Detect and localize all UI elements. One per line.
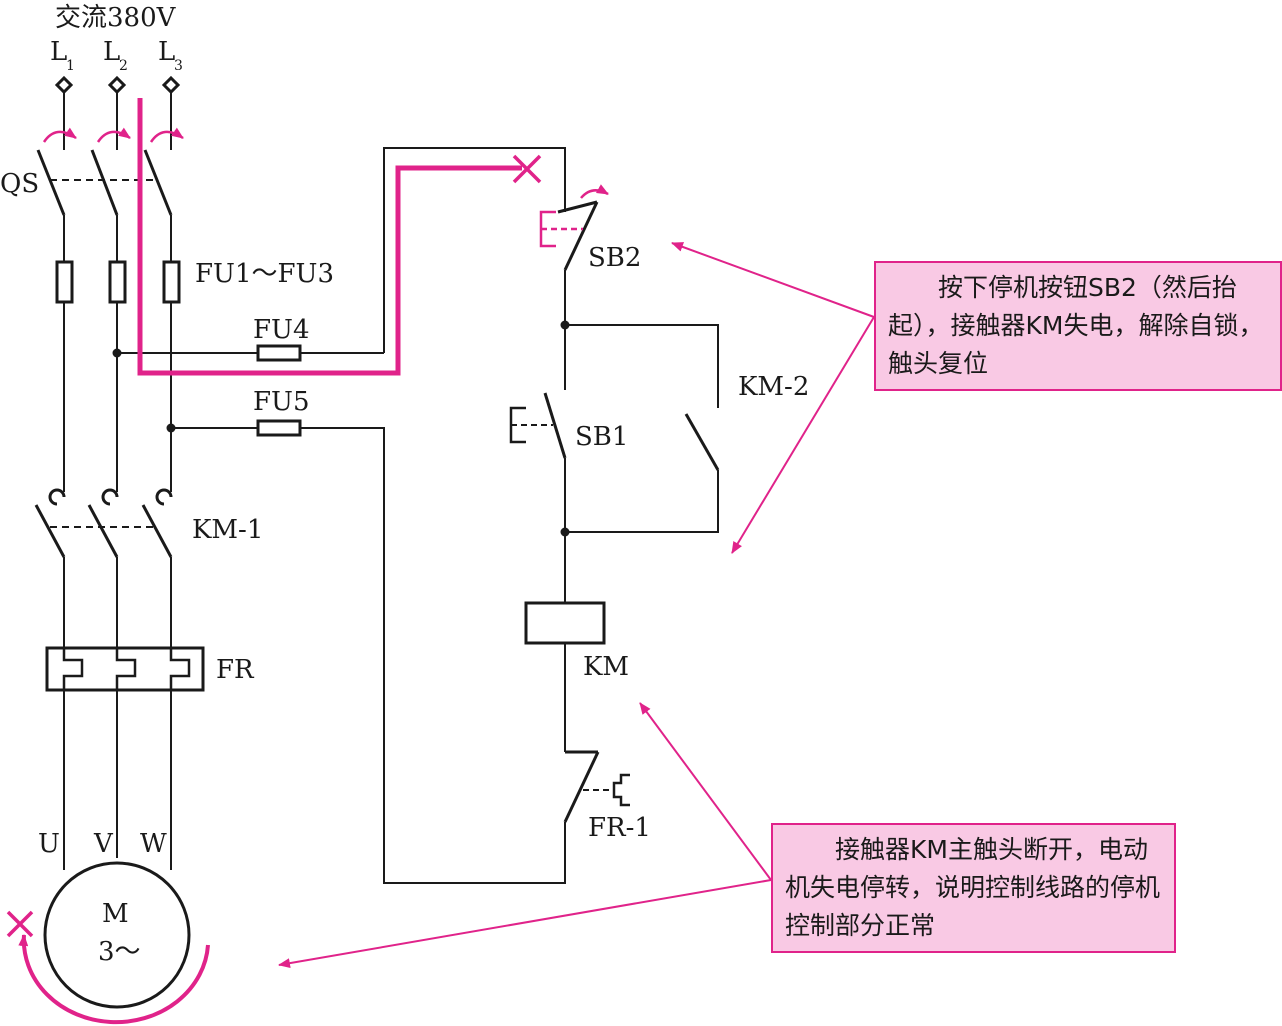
svg-text:1: 1 [66, 58, 75, 74]
qs-isolator-switch [36, 149, 173, 216]
main-wiring [63, 92, 172, 870]
break-cross-mark [512, 154, 542, 184]
motor-rotation-arrow [18, 934, 210, 1025]
terminal-w-label: W [140, 829, 167, 859]
km-label: KM [583, 652, 629, 682]
fu4-label: FU4 [253, 315, 310, 345]
phase-label-l1: L 1 [50, 37, 75, 74]
km1-main-contacts [34, 488, 173, 558]
fu5-label: FU5 [253, 387, 310, 417]
phase-label-l2: L 2 [103, 37, 128, 74]
terminal-u-label: U [38, 829, 60, 859]
terminal-v-label: V [93, 829, 114, 859]
km1-label: KM-1 [192, 515, 263, 545]
fr1-label: FR-1 [588, 813, 651, 843]
km2-hold-contact [684, 413, 720, 471]
sb2-label: SB2 [588, 243, 641, 273]
qs-label: QS [0, 169, 39, 199]
svg-text:3: 3 [174, 58, 183, 74]
svg-text:L: L [50, 37, 67, 67]
control-feed-wires [117, 147, 566, 884]
phase-label-l3: L 3 [158, 37, 183, 74]
supply-terminals [54, 75, 181, 95]
stop-button-note: 按下停机按钮SB2（然后抬起），接触器KM失电，解除自锁，触头复位 [874, 261, 1282, 391]
motor [43, 861, 191, 1009]
highlighted-current-path [137, 98, 522, 376]
annotation-arrows [278, 242, 875, 969]
fr1-overload-contact [563, 750, 630, 823]
svg-text:L: L [103, 37, 120, 67]
sb2-actuator-highlight [539, 184, 609, 248]
km2-label: KM-2 [738, 372, 809, 402]
main-fuses-label: FU1～FU3 [195, 259, 334, 289]
fr-label: FR [216, 655, 255, 685]
control-wiring [564, 270, 719, 752]
qs-release-arrows [42, 127, 184, 143]
motor-phase-label: 3～ [98, 937, 141, 967]
fu4-fuse [256, 344, 302, 362]
km-coil [524, 601, 606, 645]
main-contacts-note: 接触器KM主触头断开，电动机失电停转，说明控制线路的停机控制部分正常 [771, 823, 1176, 953]
sb2-stop-button [557, 200, 599, 271]
sb1-label: SB1 [575, 422, 628, 452]
fr-thermal-relay [45, 646, 205, 692]
sb1-start-button [509, 392, 567, 459]
motor-label: M [102, 899, 129, 929]
supply-title: 交流380V [55, 3, 177, 33]
motor-stop-cross-mark [6, 910, 34, 938]
main-fuses [55, 260, 181, 304]
svg-text:2: 2 [119, 58, 128, 74]
svg-text:L: L [158, 37, 175, 67]
fu5-fuse [256, 419, 302, 437]
